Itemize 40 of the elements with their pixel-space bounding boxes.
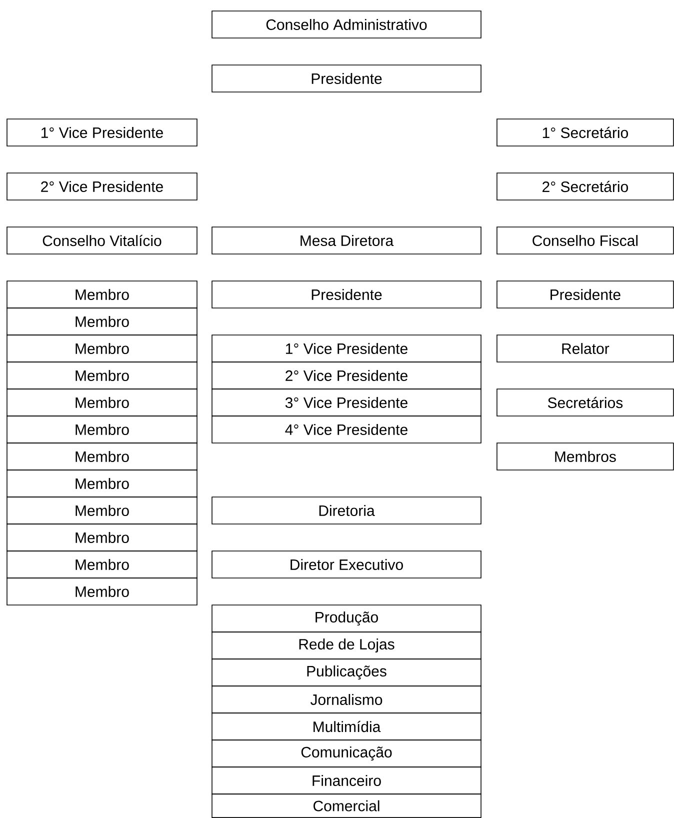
org-box: Membro xyxy=(6,362,198,390)
org-box: Presidente xyxy=(496,280,674,308)
org-box: Membro xyxy=(6,550,198,578)
org-box: Jornalismo xyxy=(212,686,482,714)
org-box: Financeiro xyxy=(212,766,482,794)
org-box: Conselho Vitalício xyxy=(6,226,198,254)
org-box: Membro xyxy=(6,308,198,336)
org-box: Comercial xyxy=(212,794,482,818)
org-box: 1° Vice Presidente xyxy=(6,118,198,146)
org-box: Publicações xyxy=(212,658,482,686)
org-box: Membro xyxy=(6,524,198,552)
org-box: Produção xyxy=(212,604,482,632)
org-box: Conselho Fiscal xyxy=(496,226,674,254)
org-box: Membro xyxy=(6,388,198,416)
org-box: Diretoria xyxy=(212,496,482,524)
org-box: Membro xyxy=(6,470,198,498)
org-box: Membro xyxy=(6,496,198,524)
org-box: Rede de Lojas xyxy=(212,632,482,660)
org-box: 4° Vice Presidente xyxy=(212,416,482,444)
org-box: Multimídia xyxy=(212,712,482,740)
org-box: Membros xyxy=(496,442,674,470)
org-box: Membro xyxy=(6,578,198,606)
org-box: 3° Vice Presidente xyxy=(212,388,482,416)
org-box: 1° Vice Presidente xyxy=(212,334,482,362)
org-box: 1° Secretário xyxy=(496,118,674,146)
org-box: 2° Vice Presidente xyxy=(212,362,482,390)
org-box: Membro xyxy=(6,280,198,308)
org-box: Mesa Diretora xyxy=(212,226,482,254)
org-box: Secretários xyxy=(496,388,674,416)
org-box: Presidente xyxy=(212,64,482,92)
org-box: Diretor Executivo xyxy=(212,550,482,578)
org-box: Membro xyxy=(6,442,198,470)
org-box: Membro xyxy=(6,334,198,362)
org-box: Conselho Administrativo xyxy=(212,10,482,38)
org-box: Presidente xyxy=(212,280,482,308)
org-box: Comunicação xyxy=(212,740,482,768)
org-box: Membro xyxy=(6,416,198,444)
org-box: Relator xyxy=(496,334,674,362)
org-box: 2° Vice Presidente xyxy=(6,172,198,200)
org-box: 2° Secretário xyxy=(496,172,674,200)
